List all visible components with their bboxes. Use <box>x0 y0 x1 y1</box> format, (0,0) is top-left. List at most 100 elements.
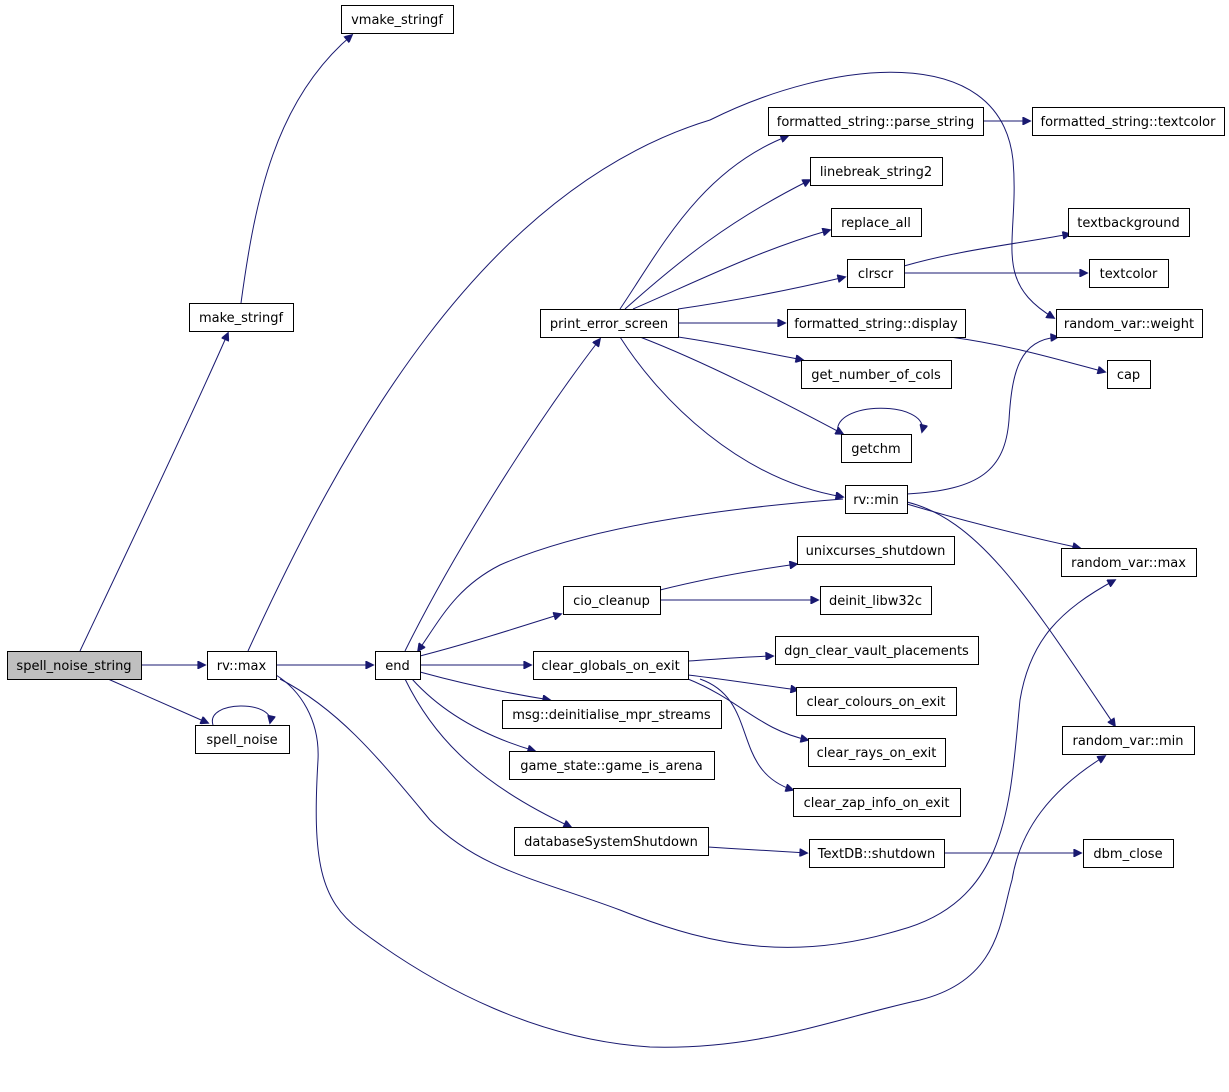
node-box <box>375 651 421 680</box>
edge-make_stringf-to-vmake_stringf <box>240 35 352 304</box>
node-databaseSystemShutdown[interactable]: databaseSystemShutdown <box>514 827 709 856</box>
node-game_is_arena[interactable]: game_state::game_is_arena <box>509 751 715 780</box>
node-box <box>809 839 945 868</box>
node-getchm[interactable]: getchm <box>841 434 912 463</box>
node-box <box>793 788 961 817</box>
edge-clear_globals_on_exit-to-clear_colours_on_exit <box>687 674 798 690</box>
node-box <box>1089 259 1169 288</box>
node-box <box>808 738 946 767</box>
edge-spell_noise_string-to-make_stringf <box>79 333 228 652</box>
node-label: make_stringf <box>199 311 284 326</box>
node-box <box>1032 107 1225 136</box>
node-label: textbackground <box>1077 216 1180 231</box>
node-label: databaseSystemShutdown <box>524 835 698 850</box>
node-msg_deinit[interactable]: msg::deinitialise_mpr_streams <box>502 700 722 729</box>
node-label: TextDB::shutdown <box>817 847 935 862</box>
node-dbm_close[interactable]: dbm_close <box>1083 839 1174 868</box>
node-box <box>195 725 290 754</box>
node-box <box>787 309 966 338</box>
node-deinit_libw32c[interactable]: deinit_libw32c <box>820 586 932 615</box>
node-box <box>801 360 952 389</box>
edge-getchm-to-getchm <box>837 407 923 435</box>
edge-databaseSystemShutdown-to-textdb_shutdown <box>707 846 807 853</box>
node-box <box>563 586 661 615</box>
edge-rv_min-to-random_var_max <box>906 503 1080 548</box>
node-box <box>502 700 722 729</box>
node-label: dgn_clear_vault_placements <box>784 644 969 659</box>
node-make_stringf[interactable]: make_stringf <box>189 303 294 332</box>
node-label: print_error_screen <box>550 317 668 332</box>
node-box <box>820 586 932 615</box>
node-random_var_weight[interactable]: random_var::weight <box>1056 309 1203 338</box>
edge-spell_noise_string-to-spell_noise <box>107 678 208 723</box>
node-box <box>797 536 955 565</box>
edge-clear_globals_on_exit-to-clear_zap_info_on_exit <box>699 678 793 790</box>
node-label: cio_cleanup <box>573 594 650 609</box>
edge-print_error_screen-to-get_number_of_cols <box>677 336 803 360</box>
node-label: linebreak_string2 <box>820 165 932 180</box>
node-label: formatted_string::textcolor <box>1041 115 1217 130</box>
node-fs_textcolor[interactable]: formatted_string::textcolor <box>1032 107 1225 136</box>
node-box <box>841 434 912 463</box>
node-box <box>775 636 979 665</box>
node-box <box>1062 726 1195 755</box>
node-clear_globals_on_exit[interactable]: clear_globals_on_exit <box>533 651 689 680</box>
node-textbackground[interactable]: textbackground <box>1068 208 1190 237</box>
node-vmake_stringf[interactable]: vmake_stringf <box>341 5 454 34</box>
edge-rv_min-to-end <box>418 498 844 651</box>
node-get_number_of_cols[interactable]: get_number_of_cols <box>801 360 952 389</box>
edge-spell_noise-to-spell_noise <box>212 705 270 726</box>
node-label: formatted_string::parse_string <box>777 115 974 130</box>
edge-clear_globals_on_exit-to-clear_rays_on_exit <box>687 678 808 740</box>
edge-end-to-print_error_screen <box>404 339 600 652</box>
node-box <box>1056 309 1203 338</box>
node-box <box>796 687 957 716</box>
node-label: clear_zap_info_on_exit <box>804 796 950 811</box>
edge-rv_max-to-random_var_weight <box>247 71 1054 652</box>
node-random_var_max[interactable]: random_var::max <box>1061 548 1197 577</box>
node-box <box>810 157 943 186</box>
node-cio_cleanup[interactable]: cio_cleanup <box>563 586 661 615</box>
node-label: msg::deinitialise_mpr_streams <box>512 708 711 723</box>
node-dgn_clear_vault_placements[interactable]: dgn_clear_vault_placements <box>775 636 979 665</box>
node-clrscr[interactable]: clrscr <box>847 259 905 288</box>
node-label: rv::min <box>853 493 899 508</box>
node-label: end <box>385 659 410 674</box>
node-cap[interactable]: cap <box>1107 360 1151 389</box>
edge-rv_min-to-random_var_weight <box>906 337 1058 495</box>
node-clear_colours_on_exit[interactable]: clear_colours_on_exit <box>796 687 957 716</box>
node-label: clear_globals_on_exit <box>541 659 679 674</box>
edge-end-to-cio_cleanup <box>419 614 561 657</box>
node-rv_min[interactable]: rv::min <box>845 485 908 514</box>
node-box <box>207 651 277 680</box>
node-rv_max[interactable]: rv::max <box>207 651 277 680</box>
node-box <box>831 208 922 237</box>
node-textcolor[interactable]: textcolor <box>1089 259 1169 288</box>
node-clear_rays_on_exit[interactable]: clear_rays_on_exit <box>808 738 946 767</box>
edge-print_error_screen-to-replace_all <box>632 230 830 310</box>
node-print_error_screen[interactable]: print_error_screen <box>540 309 679 338</box>
node-fs_display[interactable]: formatted_string::display <box>787 309 966 338</box>
node-box <box>7 651 142 680</box>
node-textdb_shutdown[interactable]: TextDB::shutdown <box>809 839 945 868</box>
node-random_var_min[interactable]: random_var::min <box>1062 726 1195 755</box>
node-linebreak_string2[interactable]: linebreak_string2 <box>810 157 943 186</box>
node-replace_all[interactable]: replace_all <box>831 208 922 237</box>
node-spell_noise_string[interactable]: spell_noise_string <box>7 651 142 680</box>
node-box <box>540 309 679 338</box>
node-box <box>1083 839 1174 868</box>
node-label: dbm_close <box>1093 847 1162 862</box>
node-spell_noise[interactable]: spell_noise <box>195 725 290 754</box>
node-label: random_var::min <box>1073 734 1184 749</box>
node-label: get_number_of_cols <box>811 368 941 383</box>
node-end[interactable]: end <box>375 651 421 680</box>
node-box <box>341 5 454 34</box>
node-label: getchm <box>851 442 900 457</box>
node-clear_zap_info_on_exit[interactable]: clear_zap_info_on_exit <box>793 788 961 817</box>
node-unixcurses_shutdown[interactable]: unixcurses_shutdown <box>797 536 955 565</box>
edge-rv_max-to-random_var_max <box>279 580 1115 948</box>
edge-end-to-game_is_arena <box>411 678 535 751</box>
node-box <box>1061 548 1197 577</box>
node-fs_parse_string[interactable]: formatted_string::parse_string <box>768 107 984 136</box>
edge-layer <box>79 35 1115 1048</box>
